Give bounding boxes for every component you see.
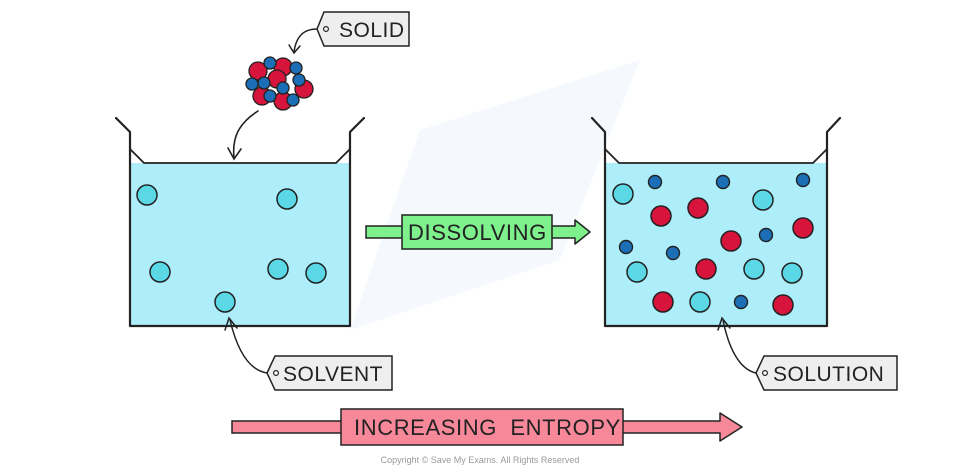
solvent-particle [612, 183, 634, 205]
water-surface [129, 148, 351, 164]
beaker-outline [114, 116, 366, 328]
blue-ion [733, 294, 749, 310]
beaker-outline [590, 116, 842, 328]
solid-ionic-lattice [245, 56, 314, 111]
solution-solvent-particles [612, 183, 803, 313]
red-ion [652, 291, 674, 313]
solvent-particle [752, 189, 774, 211]
solvent-tag: SOLVENT [224, 316, 393, 391]
solution-tag: SOLUTION [717, 316, 898, 391]
dissolving-label: DISSOLVING [408, 220, 547, 245]
solvent-particle [214, 291, 236, 313]
red-ion [772, 294, 794, 316]
red-ion [687, 197, 709, 219]
solvent-particle [689, 291, 711, 313]
red-ion [695, 258, 717, 280]
copyright-notice: Copyright © Save My Exams. All Rights Re… [381, 455, 580, 465]
dissolving-arrow: DISSOLVING [365, 214, 591, 250]
solvent-label: SOLVENT [283, 363, 383, 386]
entropy-label: INCREASING ENTROPY [354, 415, 621, 440]
red-ion [720, 230, 742, 252]
water-surface [604, 148, 828, 164]
solid-to-beaker-arrow [227, 110, 259, 161]
blue-ion [647, 174, 663, 190]
red-ions [650, 197, 814, 316]
solvent-particle [136, 184, 158, 206]
solution-water [605, 163, 827, 325]
solvent-particle [743, 258, 765, 280]
watermark-logo [350, 60, 640, 330]
solvent-particle [626, 261, 648, 283]
blue-ions [618, 172, 811, 310]
solution-label: SOLUTION [773, 363, 884, 386]
solvent-particle [305, 262, 327, 284]
solvent-water [130, 163, 350, 325]
red-ion [650, 205, 672, 227]
blue-ion [758, 227, 774, 243]
red-ion [792, 217, 814, 239]
solid-label: SOLID [339, 19, 405, 42]
solvent-particle [781, 262, 803, 284]
solvent-particle [149, 261, 171, 283]
solid-tag: SOLID [288, 11, 410, 55]
solvent-particles [136, 184, 327, 313]
increasing-entropy-arrow: INCREASING ENTROPY [231, 408, 743, 446]
blue-ion [618, 239, 634, 255]
blue-ion [715, 174, 731, 190]
solvent-particle [276, 188, 298, 210]
solution-beaker [590, 116, 842, 328]
solvent-beaker [114, 116, 366, 328]
blue-ion [665, 245, 681, 261]
solvent-particle [267, 258, 289, 280]
blue-ion [795, 172, 811, 188]
